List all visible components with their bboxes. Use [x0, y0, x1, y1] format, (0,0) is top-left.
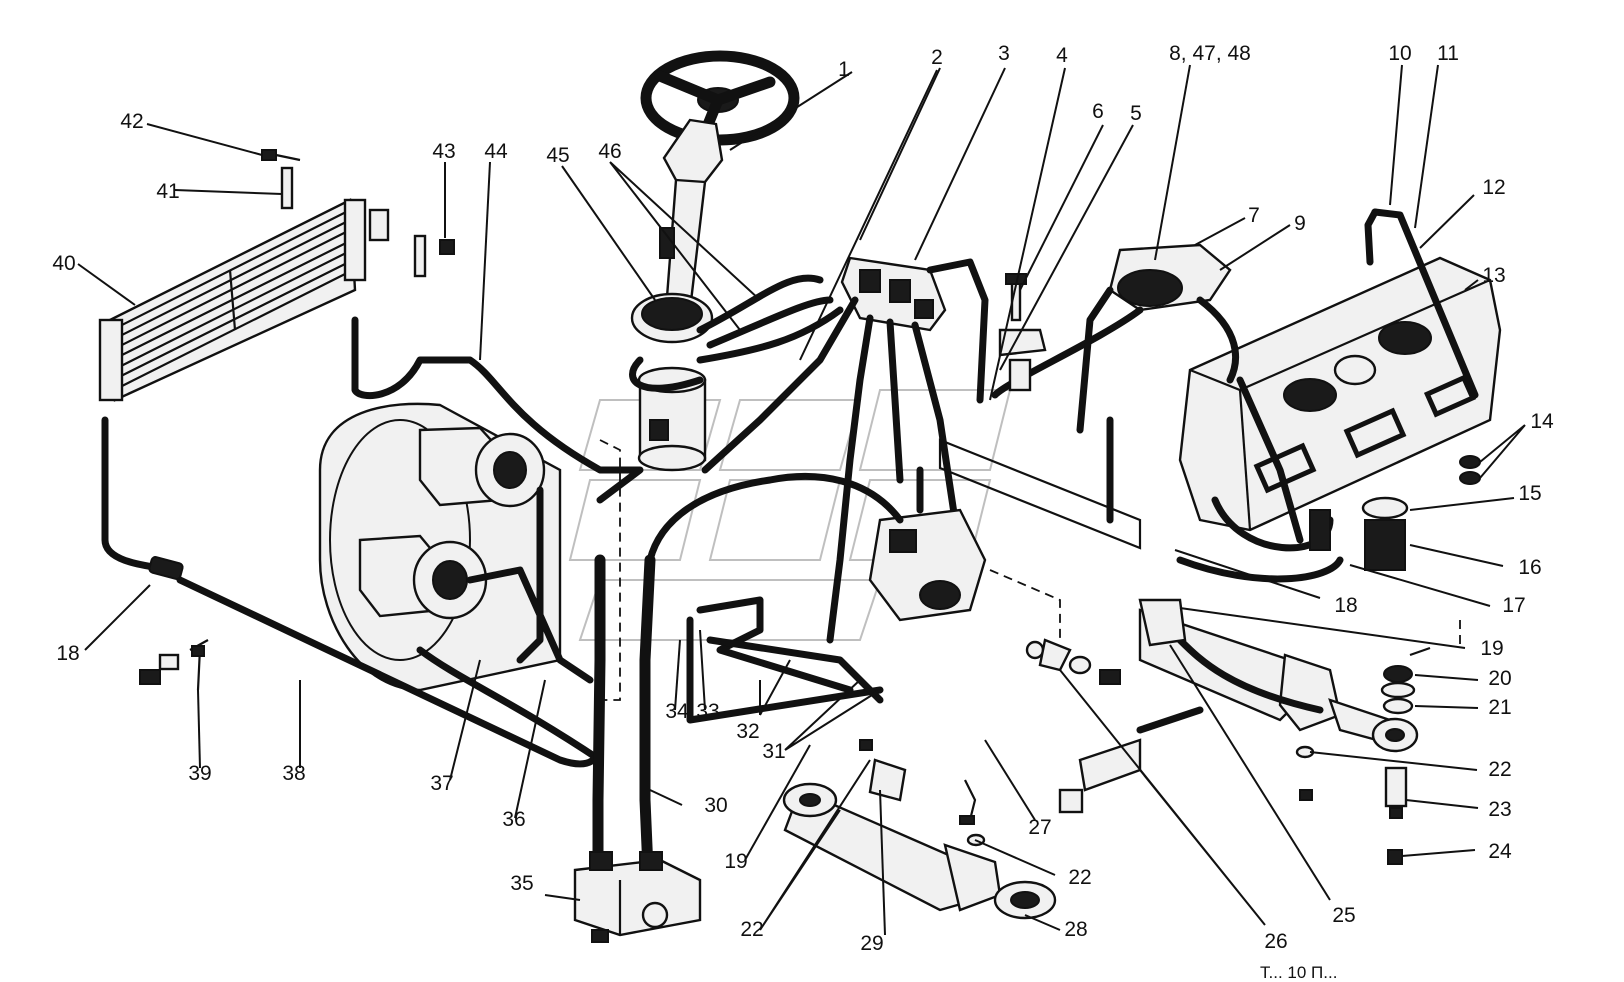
callout-1: 1 — [838, 58, 850, 81]
callout-19-right: 19 — [1480, 637, 1503, 660]
callout-19-bottom: 19 — [724, 850, 747, 873]
callout-16: 16 — [1518, 556, 1541, 579]
steering-bracket — [1025, 598, 1204, 814]
frame-beam — [599, 438, 1142, 701]
tank-fittings — [1309, 455, 1481, 657]
tank-straps — [1236, 208, 1479, 544]
callout-18-right: 18 — [1334, 594, 1357, 617]
callout-14: 14 — [1530, 410, 1554, 433]
clamp-39 — [139, 639, 209, 691]
callout-3: 3 — [998, 42, 1010, 65]
callout-46: 46 — [598, 140, 621, 163]
callout-4: 4 — [1056, 44, 1068, 67]
callout-10: 10 — [1388, 42, 1411, 65]
callout-labels: 1 2 3 4 5 6 7 8, 47, 48 9 10 11 12 13 14… — [52, 42, 1554, 955]
main-pressure-lines — [592, 554, 884, 876]
callout-23: 23 — [1488, 798, 1511, 821]
lower-pump — [358, 534, 488, 620]
flow-divider-block — [573, 851, 702, 943]
callout-5: 5 — [1130, 102, 1142, 125]
callout-32: 32 — [736, 720, 759, 743]
callout-45: 45 — [546, 144, 569, 167]
right-steering-cylinder — [1138, 608, 1419, 753]
steering-wheel — [640, 50, 800, 146]
filter-assembly — [991, 243, 1239, 434]
callout-44: 44 — [484, 140, 508, 163]
callout-27: 27 — [1028, 816, 1051, 839]
lower-steering-cylinder — [782, 758, 1057, 920]
distribution-valve — [646, 466, 987, 622]
callout-43: 43 — [432, 140, 455, 163]
callout-29: 29 — [860, 932, 883, 955]
callout-25: 25 — [1332, 904, 1355, 927]
steering-column — [659, 118, 724, 312]
callout-15: 15 — [1518, 482, 1541, 505]
support-bracket-bolt — [998, 273, 1047, 392]
callout-41: 41 — [156, 180, 179, 203]
oil-cooler — [98, 198, 390, 402]
callout-31: 31 — [762, 740, 785, 763]
cooler-mount-bolts — [261, 149, 455, 278]
callout-22-right: 22 — [1488, 758, 1511, 781]
callout-21: 21 — [1488, 696, 1511, 719]
callout-12: 12 — [1482, 176, 1505, 199]
callout-7: 7 — [1248, 204, 1260, 227]
pump-hoses — [416, 486, 604, 764]
callout-18-left: 18 — [56, 642, 79, 665]
oil-tank — [1178, 256, 1502, 532]
upper-pump — [418, 426, 546, 508]
callout-34: 34 — [665, 700, 689, 723]
callout-11: 11 — [1437, 42, 1459, 65]
callout-30: 30 — [704, 794, 727, 817]
callout-20: 20 — [1488, 667, 1511, 690]
callout-35: 35 — [510, 872, 533, 895]
figure-footer: Т... 10 П... — [1260, 963, 1337, 982]
callout-38: 38 — [282, 762, 305, 785]
callout-40: 40 — [52, 252, 75, 275]
callout-6: 6 — [1092, 100, 1104, 123]
callout-8-47-48: 8, 47, 48 — [1169, 42, 1251, 65]
callout-22-bottom: 22 — [740, 918, 763, 941]
callout-13: 13 — [1482, 264, 1505, 287]
callout-37: 37 — [430, 772, 453, 795]
metering-unit-hoses — [629, 274, 844, 392]
callout-9: 9 — [1294, 212, 1306, 235]
callout-2: 2 — [931, 46, 943, 69]
callout-42: 42 — [120, 110, 143, 133]
callout-39: 39 — [188, 762, 211, 785]
callout-24: 24 — [1488, 840, 1512, 863]
callout-36: 36 — [502, 808, 525, 831]
callout-22-middle: 22 — [1068, 866, 1091, 889]
hose-fitting-18 — [148, 556, 184, 580]
callout-28: 28 — [1064, 918, 1087, 941]
callout-26: 26 — [1264, 930, 1287, 953]
callout-33: 33 — [696, 700, 719, 723]
callout-17: 17 — [1502, 594, 1525, 617]
leader-lines — [77, 64, 1526, 936]
